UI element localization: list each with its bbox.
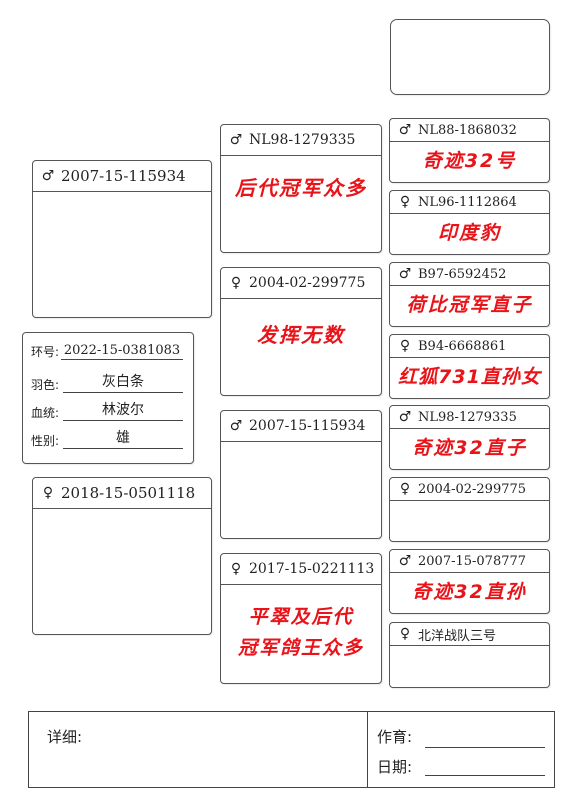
ggp-ring-4: B94-6668861: [418, 338, 507, 354]
grandparent-ds-card: ♂ 2007-15-115934: [220, 410, 382, 539]
ggp-header-5: ♂ NL98-1279335: [390, 406, 549, 429]
female-icon: ♀: [399, 481, 411, 497]
photo-box: [390, 19, 550, 95]
grandparent-ss-ring: NL98-1279335: [249, 132, 356, 148]
ggp-card-3: ♂ B97-6592452 荷比冠军直子: [389, 262, 550, 327]
breeder-label: 作育:: [377, 728, 413, 746]
ggp-header-3: ♂ B97-6592452: [390, 263, 549, 286]
footer-divider: [367, 712, 368, 787]
ggp-card-7: ♂ 2007-15-078777 奇迹32直孙: [389, 549, 550, 614]
sex-value: 雄: [63, 427, 183, 449]
female-icon: ♀: [399, 338, 411, 354]
ggp-card-1: ♂ NL88-1868032 奇迹32号: [389, 118, 550, 183]
grandparent-sd-card: ♀ 2004-02-299775 发挥无数: [220, 267, 382, 396]
ggp-header-6: ♀ 2004-02-299775: [390, 478, 549, 501]
ring-row: 环号: 2022-15-0381083: [31, 343, 183, 360]
male-icon: ♂: [398, 122, 412, 138]
ggp-note-3: 荷比冠军直子: [406, 294, 533, 317]
ggp-header-7: ♂ 2007-15-078777: [390, 550, 549, 573]
ggp-header-8: ♀ 北洋战队三号: [390, 623, 549, 646]
grandparent-dd-note-line1: 平翠及后代: [248, 605, 354, 628]
sire-card: ♂ 2007-15-115934: [32, 160, 212, 318]
ggp-note-1: 奇迹32号: [422, 150, 517, 173]
grandparent-dd-header: ♀ 2017-15-0221113: [221, 554, 381, 585]
male-icon: ♂: [229, 132, 243, 148]
male-icon: ♂: [41, 168, 55, 184]
dam-header: ♀ 2018-15-0501118: [33, 478, 211, 509]
grandparent-dd-card: ♀ 2017-15-0221113 平翠及后代 冠军鸽王众多: [220, 553, 382, 684]
ggp-ring-3: B97-6592452: [418, 266, 507, 282]
ggp-header-2: ♀ NL96-1112864: [390, 191, 549, 214]
subject-card: 环号: 2022-15-0381083 羽色: 灰白条 血统: 林波尔 性别: …: [22, 332, 194, 464]
grandparent-sd-note: 发挥无数: [257, 322, 345, 347]
female-icon: ♀: [399, 194, 411, 210]
ggp-ring-7: 2007-15-078777: [418, 553, 527, 569]
ring-value: 2022-15-0381083: [61, 343, 183, 360]
sex-label: 性别:: [31, 434, 60, 448]
color-value: 灰白条: [63, 371, 183, 393]
grandparent-ss-note: 后代冠军众多: [235, 175, 367, 200]
ggp-ring-1: NL88-1868032: [418, 122, 517, 138]
grandparent-ss-card: ♂ NL98-1279335 后代冠军众多: [220, 124, 382, 253]
female-icon: ♀: [399, 626, 411, 642]
lineage-value: 林波尔: [63, 399, 183, 421]
breeder-line[interactable]: [425, 747, 545, 748]
sex-row: 性别: 雄: [31, 427, 183, 449]
grandparent-dd-note: 平翠及后代 冠军鸽王众多: [221, 585, 381, 681]
ggp-note-7: 奇迹32直孙: [412, 581, 527, 604]
grandparent-dd-note-line2: 冠军鸽王众多: [237, 637, 364, 659]
ggp-note-2: 印度豹: [437, 222, 501, 245]
ring-label: 环号:: [31, 345, 60, 359]
grandparent-sd-ring: 2004-02-299775: [249, 275, 366, 291]
female-icon: ♀: [230, 561, 242, 577]
grandparent-sd-header: ♀ 2004-02-299775: [221, 268, 381, 299]
ggp-card-8: ♀ 北洋战队三号: [389, 622, 550, 688]
grandparent-ss-header: ♂ NL98-1279335: [221, 125, 381, 156]
ggp-card-2: ♀ NL96-1112864 印度豹: [389, 190, 550, 255]
sire-ring: 2007-15-115934: [61, 167, 186, 185]
ggp-header-4: ♀ B94-6668861: [390, 335, 549, 358]
ggp-ring-6: 2004-02-299775: [418, 481, 527, 497]
male-icon: ♂: [398, 266, 412, 282]
female-icon: ♀: [42, 485, 54, 501]
footer-panel: 详细: 作育: 日期:: [28, 711, 555, 788]
female-icon: ♀: [230, 275, 242, 291]
sire-header: ♂ 2007-15-115934: [33, 161, 211, 192]
ggp-ring-5: NL98-1279335: [418, 409, 517, 425]
grandparent-dd-ring: 2017-15-0221113: [249, 561, 375, 577]
color-row: 羽色: 灰白条: [31, 371, 183, 393]
details-label: 详细:: [47, 728, 83, 746]
male-icon: ♂: [229, 418, 243, 434]
male-icon: ♂: [398, 409, 412, 425]
date-line[interactable]: [425, 775, 545, 776]
ggp-ring-2: NL96-1112864: [418, 194, 517, 210]
male-icon: ♂: [398, 553, 412, 569]
ggp-card-6: ♀ 2004-02-299775: [389, 477, 550, 542]
grandparent-ds-header: ♂ 2007-15-115934: [221, 411, 381, 442]
dam-card: ♀ 2018-15-0501118: [32, 477, 212, 635]
ggp-note-4: 红狐731直孙女: [398, 366, 541, 389]
grandparent-ds-ring: 2007-15-115934: [249, 418, 366, 434]
date-label: 日期:: [377, 758, 413, 776]
lineage-row: 血统: 林波尔: [31, 399, 183, 421]
ggp-note-5: 奇迹32直子: [412, 437, 527, 460]
ggp-header-1: ♂ NL88-1868032: [390, 119, 549, 142]
dam-ring: 2018-15-0501118: [61, 484, 196, 502]
ggp-card-5: ♂ NL98-1279335 奇迹32直子: [389, 405, 550, 470]
ggp-ring-8: 北洋战队三号: [418, 628, 497, 644]
color-label: 羽色:: [31, 378, 60, 392]
lineage-label: 血统:: [31, 406, 60, 420]
ggp-card-4: ♀ B94-6668861 红狐731直孙女: [389, 334, 550, 399]
